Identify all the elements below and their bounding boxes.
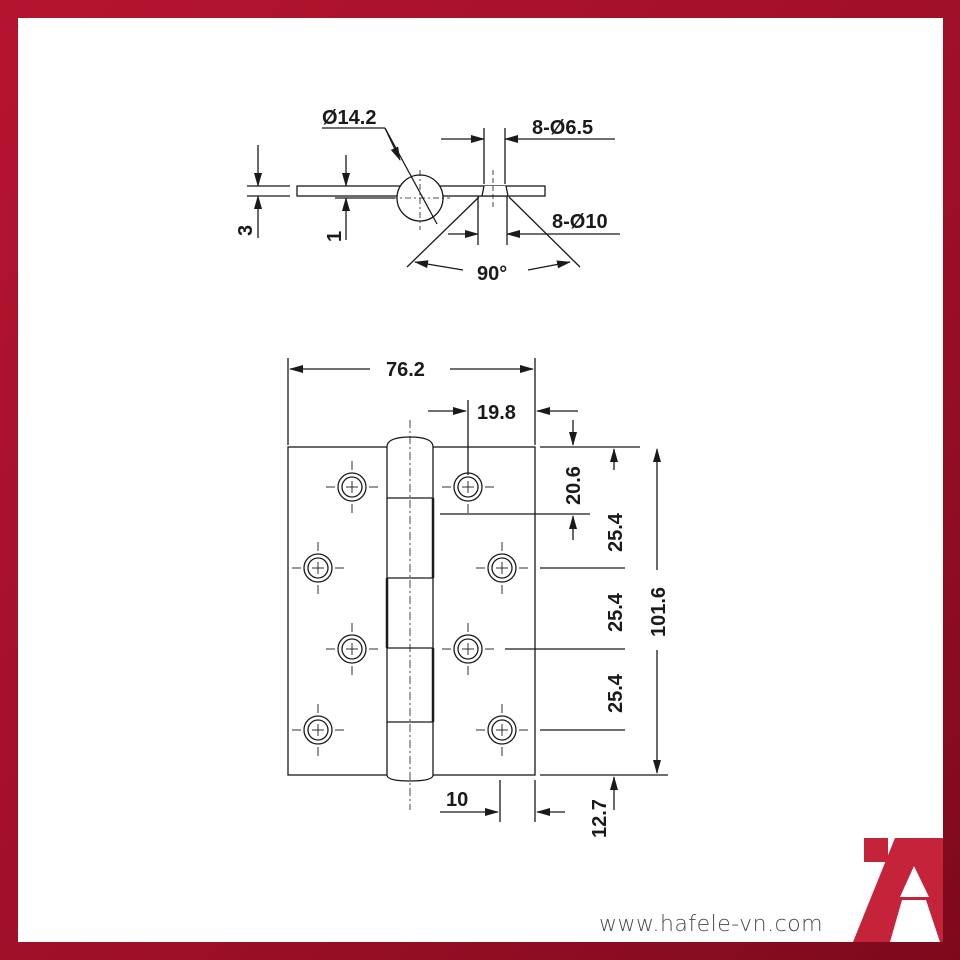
label-hole-diameter: 8-Ø6.5	[532, 117, 593, 139]
label-hole-pitch-3: 25.4	[605, 673, 627, 713]
right-leaf	[431, 446, 536, 776]
label-top-hole-offset: 20.6	[563, 466, 585, 505]
label-width: 76.2	[386, 359, 425, 381]
screw-hole	[326, 461, 378, 513]
label-height: 101.6	[648, 587, 670, 637]
screw-hole	[476, 542, 528, 594]
screw-hole	[442, 623, 494, 675]
hafele-logo	[853, 838, 943, 942]
front-view	[287, 358, 668, 822]
left-leaf	[287, 446, 389, 776]
screw-hole	[292, 542, 344, 594]
website-url[interactable]: www.hafele-vn.com	[599, 912, 824, 937]
label-plate-thickness: 3	[235, 225, 257, 236]
screw-hole	[442, 461, 494, 513]
screw-hole	[292, 704, 344, 756]
top-view	[247, 127, 620, 271]
label-hole-pitch-2: 25.4	[605, 592, 627, 632]
label-hole-to-knuckle: 10	[446, 789, 468, 811]
label-bottom-offset: 12.7	[589, 799, 611, 838]
screw-hole	[476, 704, 528, 756]
label-offset: 1	[324, 231, 346, 242]
label-knuckle-diameter: Ø14.2	[322, 107, 376, 129]
label-hole-pitch-1: 25.4	[605, 512, 627, 552]
label-countersink-angle: 90°	[477, 263, 507, 285]
screw-hole	[326, 623, 378, 675]
label-countersink-diameter: 8-Ø10	[552, 211, 608, 233]
label-hole-edge-offset: 19.8	[477, 402, 516, 424]
